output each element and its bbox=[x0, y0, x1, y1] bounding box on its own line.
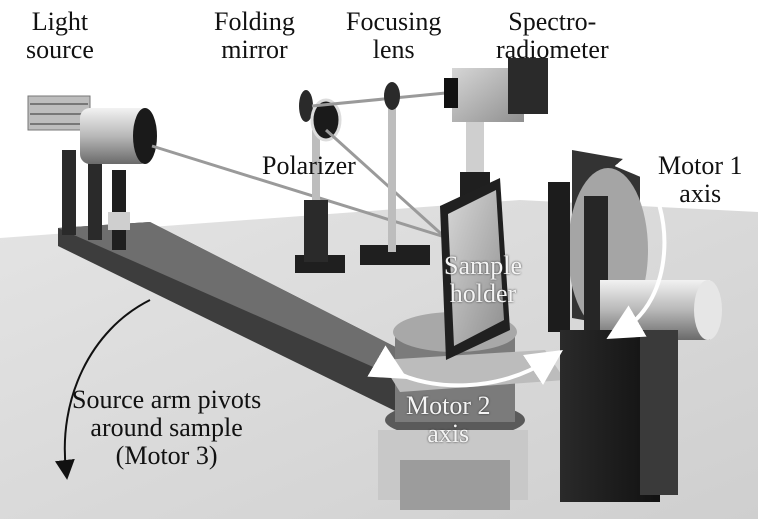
lamp-lens bbox=[133, 108, 157, 164]
light-post-3 bbox=[112, 170, 126, 250]
label-light-source: Light source bbox=[26, 7, 94, 64]
spectro-back bbox=[508, 58, 548, 114]
label-polarizer: Polarizer bbox=[262, 151, 356, 180]
motor1-support-1 bbox=[548, 182, 570, 332]
label-sample-holder: Sample holder bbox=[444, 251, 522, 308]
source-arm bbox=[58, 222, 470, 428]
light-post-collar bbox=[108, 212, 130, 230]
spectro-front bbox=[444, 78, 458, 108]
motor3-base-dark bbox=[400, 460, 510, 510]
sample-holder-face bbox=[448, 190, 504, 346]
light-post-1 bbox=[62, 150, 76, 235]
mirror-post bbox=[312, 130, 320, 258]
beam-mirror-to-lens bbox=[311, 90, 457, 108]
label-focusing-lens: Focusing lens bbox=[346, 7, 442, 64]
light-post-2 bbox=[88, 160, 102, 240]
motor1-cap bbox=[694, 280, 722, 340]
motor-tower-shade bbox=[640, 330, 678, 495]
lens-post bbox=[388, 104, 396, 252]
lamp-body bbox=[80, 108, 150, 164]
light-beam bbox=[151, 144, 449, 240]
label-motor2-axis: Motor 2 axis bbox=[406, 391, 491, 448]
label-folding-mirror: Folding mirror bbox=[214, 7, 295, 64]
motor2-rotation-arrow bbox=[367, 345, 563, 388]
folding-mirror-optic bbox=[299, 90, 313, 122]
label-motor1-axis: Motor 1 axis bbox=[658, 151, 743, 208]
motor3-pivot-arrow bbox=[54, 299, 151, 480]
source-arm-top-edge bbox=[58, 222, 470, 392]
lens-base bbox=[360, 245, 430, 265]
label-spectroradiometer: Spectro- radiometer bbox=[496, 7, 609, 64]
motor1-rotation-arrow bbox=[606, 142, 667, 340]
label-source-arm: Source arm pivots around sample (Motor 3… bbox=[72, 385, 262, 470]
polarizer-optic bbox=[310, 98, 342, 142]
polarizer-post bbox=[304, 200, 328, 262]
focusing-lens-optic bbox=[384, 82, 400, 110]
beam-mirror-to-sample bbox=[324, 128, 450, 242]
